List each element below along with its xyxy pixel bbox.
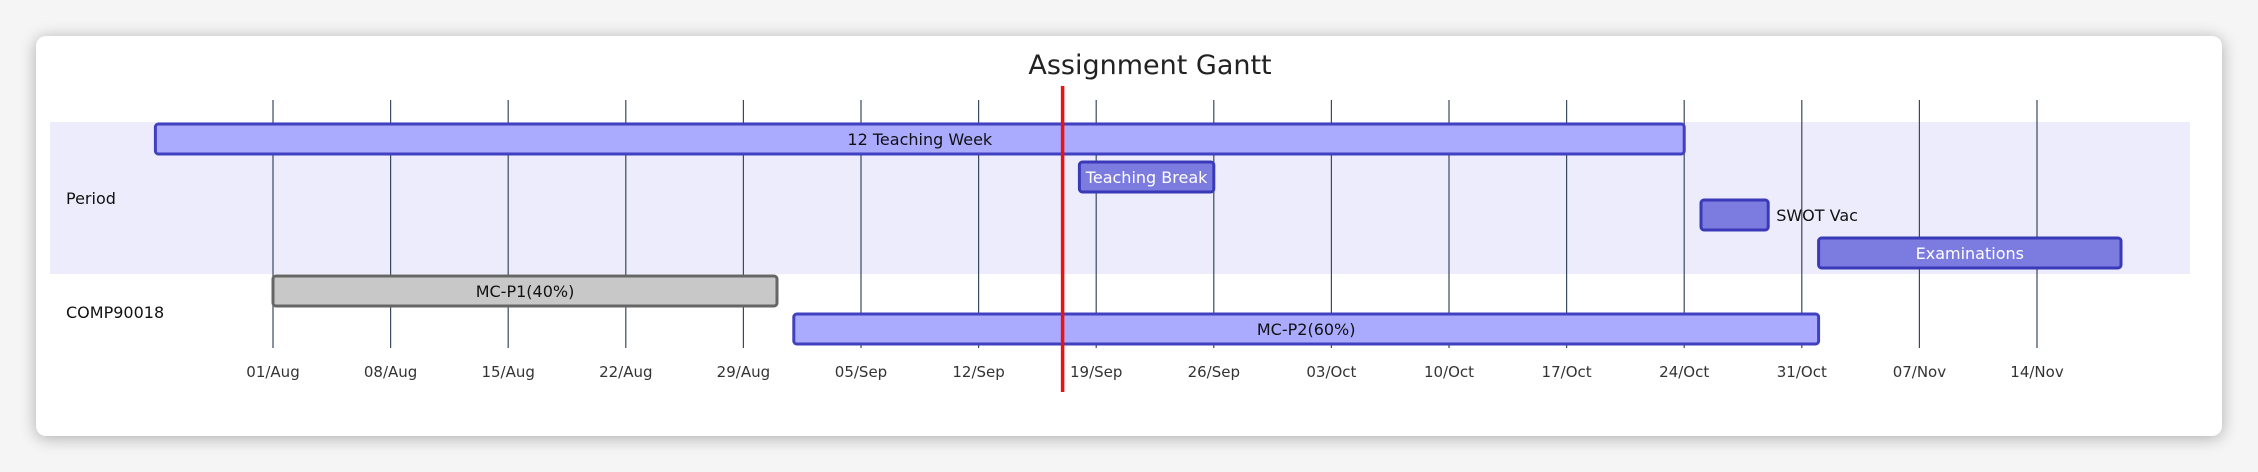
tick-label: 10/Oct [1424,363,1474,381]
tick-label: 17/Oct [1542,363,1592,381]
tick-label: 26/Sep [1188,363,1240,381]
tick-label: 08/Aug [364,363,417,381]
tick-label: 07/Nov [1893,363,1947,381]
gantt-card: 01/Aug 08/Aug 15/Aug 22/Aug 29/Aug 05/Sep 12/S… [36,36,2222,436]
task-bar [271,274,779,308]
task-label: Teaching Break [1085,168,1208,187]
task-bar [792,312,1821,346]
tick-label: 22/Aug [599,363,652,381]
section-label: Period [66,189,116,208]
task-bar [1817,236,2123,270]
tick-label: 15/Aug [481,363,534,381]
tick-label: 12/Sep [952,363,1004,381]
section-label: COMP90018 [66,303,164,322]
tick-label: 29/Aug [717,363,770,381]
tick-label: 31/Oct [1777,363,1827,381]
task-label: MC-P2(60%) [1257,320,1356,339]
task-label: Examinations [1916,244,2024,263]
task-label: SWOT Vac [1776,206,1858,225]
task-label: MC-P1(40%) [476,282,575,301]
task-bar [1077,160,1216,194]
task-label: 12 Teaching Week [847,130,992,149]
tick-label: 05/Sep [835,363,887,381]
task-bar [153,122,1686,156]
tick-label: 24/Oct [1659,363,1709,381]
tick-label: 01/Aug [246,363,299,381]
axis-ticks: 01/Aug 08/Aug 15/Aug 22/Aug 29/Aug 05/Sep 12/S… [246,363,2064,381]
tick-label: 03/Oct [1306,363,1356,381]
task-bar [1699,198,1770,232]
gantt-chart: 01/Aug 08/Aug 15/Aug 22/Aug 29/Aug 05/Sep 12/S… [50,50,2190,392]
tick-label: 14/Nov [2010,363,2064,381]
chart-title: Assignment Gantt [1028,50,1271,81]
tick-label: 19/Sep [1070,363,1122,381]
